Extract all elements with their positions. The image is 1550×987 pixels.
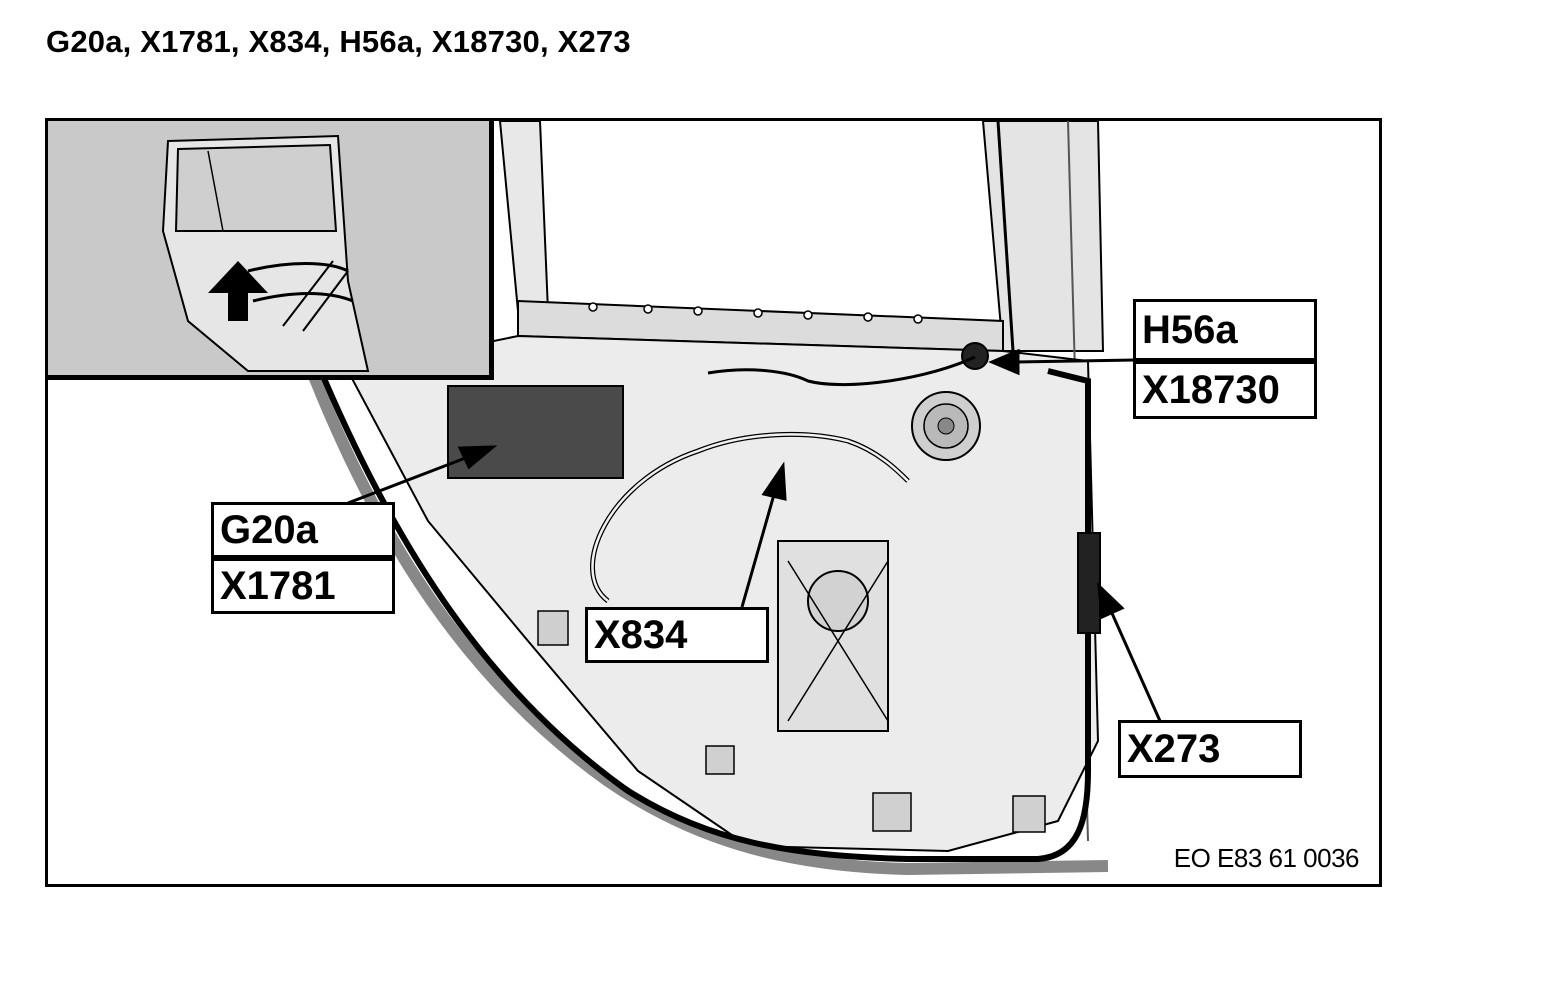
window-frame-left [498, 121, 550, 312]
callout-g20a: G20a [211, 502, 395, 558]
page-title: G20a, X1781, X834, H56a, X18730, X273 [46, 24, 631, 59]
window-regulator [777, 540, 889, 732]
callout-x834: X834 [585, 607, 769, 663]
control-module [447, 385, 624, 479]
door-illustration [302, 121, 1162, 876]
leader-h56a [1015, 358, 1136, 364]
vehicle-door-thumbnail [161, 134, 370, 372]
door-seal [320, 368, 1091, 862]
leader-x273 [1109, 610, 1162, 722]
location-inset [48, 121, 494, 380]
leader-x834 [740, 490, 777, 608]
up-arrow-icon [208, 261, 268, 321]
leader-g20a [347, 455, 469, 505]
callout-x273: X273 [1118, 720, 1302, 778]
callout-x18730: X18730 [1133, 361, 1317, 419]
reference-code: EO E83 61 0036 [1173, 843, 1360, 873]
callout-x1781: X1781 [211, 558, 395, 614]
connector-x273 [1077, 532, 1101, 634]
connector-h56a [961, 342, 989, 370]
diagram-frame: G20a X1781 X834 H56a X18730 X273 EO E83 … [45, 118, 1382, 887]
callout-h56a: H56a [1133, 299, 1317, 361]
